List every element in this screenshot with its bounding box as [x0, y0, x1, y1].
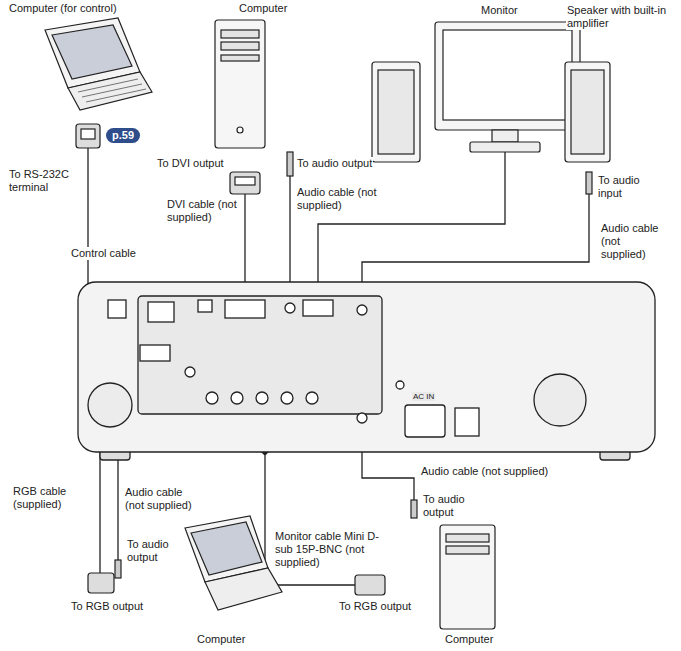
projector: [108, 300, 126, 318]
tower-computer: [215, 20, 265, 148]
device-label: Speaker with built-in amplifier: [566, 4, 668, 30]
terminal-label: To audio output: [422, 493, 474, 519]
cable-label: Audio cable (not supplied): [420, 465, 549, 478]
projector: [231, 392, 243, 404]
projector: [285, 303, 295, 313]
projector: [185, 367, 195, 377]
projector: [206, 392, 218, 404]
projector: [78, 282, 655, 460]
tower-computer: [446, 534, 489, 542]
terminal-label: To audio output: [126, 538, 178, 564]
dvi-connector: [230, 172, 260, 194]
rgb-connector: [355, 575, 385, 595]
projector: [256, 392, 268, 404]
rgb-connector: [88, 573, 114, 593]
control-cable: [88, 148, 205, 304]
projector: [534, 374, 586, 426]
projector: [225, 300, 265, 318]
projector: [306, 392, 318, 404]
port-label: AC IN: [412, 392, 435, 401]
terminal-label: To DVI output: [156, 157, 225, 170]
audio-plug: [287, 152, 293, 176]
projector: [396, 381, 404, 389]
laptop-computer: [205, 568, 282, 610]
audio-plug: [115, 560, 121, 578]
tower-computer: [221, 30, 259, 38]
projector: [357, 413, 367, 423]
projector: [303, 300, 333, 316]
projector: [140, 345, 170, 361]
laptop-computer: [191, 522, 262, 575]
device-label: Computer: [196, 633, 246, 646]
tower-computer: [440, 525, 495, 629]
cable-label: Audio cable (not supplied): [124, 486, 202, 512]
device-label: Computer (for control): [8, 2, 118, 15]
speaker: [571, 70, 604, 154]
cable-label: DVI cable (not supplied): [166, 198, 242, 224]
tower-computer: [215, 20, 265, 148]
projector: [455, 408, 479, 436]
dvi-connector: [235, 177, 255, 185]
projector: [78, 282, 655, 452]
device-label: Monitor: [480, 4, 519, 17]
terminal-label: To RS-232C terminal: [8, 168, 80, 194]
audio-plug: [411, 500, 417, 518]
monitor: [435, 22, 580, 130]
projector: [148, 302, 174, 322]
page-reference: p.59: [106, 128, 140, 143]
cable-label: Audio cable (not supplied): [296, 186, 378, 212]
speaker: [378, 70, 414, 154]
tower-computer: [221, 42, 259, 50]
tower-computer: [237, 127, 243, 133]
terminal-label: To audio input: [597, 174, 654, 200]
monitor: [470, 142, 540, 152]
device-label: Computer: [238, 2, 288, 15]
tower-computer: [221, 55, 259, 61]
projector: [198, 300, 212, 312]
monitor: [492, 130, 518, 142]
projector: [88, 383, 132, 427]
monitor-cable: [318, 152, 505, 300]
laptop-computer: [185, 516, 282, 610]
cable-label: Audio cable (not supplied): [600, 222, 666, 261]
rs232c-connector: [81, 129, 95, 139]
terminal-label: To audio output: [296, 157, 373, 170]
laptop-control: [78, 79, 146, 102]
rs232c-connector: [76, 124, 100, 148]
laptop-control: [68, 72, 152, 110]
projector: [281, 392, 293, 404]
tower-computer: [446, 546, 489, 554]
laptop-control: [52, 25, 132, 79]
tower-computer: [440, 525, 495, 629]
monitor: [435, 22, 580, 152]
speaker: [372, 62, 610, 162]
audio-plug: [586, 172, 592, 194]
terminal-label: To RGB output: [70, 600, 144, 613]
laptop-control: [45, 18, 152, 110]
projector: [405, 405, 445, 437]
speaker: [372, 62, 420, 162]
audio-plug: [287, 152, 293, 176]
speaker: [565, 62, 610, 162]
projector: [357, 305, 367, 315]
dvi-connector: [230, 172, 260, 194]
rs232c-connector: [76, 124, 100, 148]
terminal-label: To RGB output: [338, 600, 412, 613]
projector: [138, 296, 382, 414]
monitor: [443, 30, 572, 120]
cable-label: RGB cable (supplied): [12, 485, 74, 511]
cable-label: Control cable: [70, 247, 137, 260]
cable-label: Monitor cable Mini D-sub 15P-BNC (not su…: [274, 530, 380, 569]
audio-plug: [586, 172, 592, 194]
device-label: Computer: [444, 633, 494, 646]
